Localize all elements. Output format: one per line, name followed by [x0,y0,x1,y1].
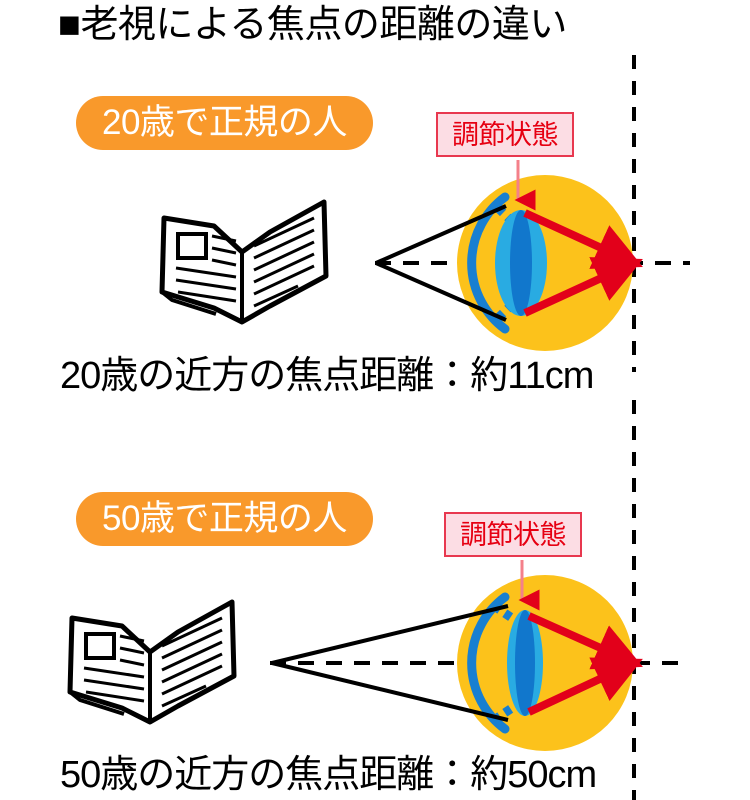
focal-distance-caption-50: 50歳の近方の焦点距離：約50cm [60,754,597,796]
zonule-lower-50 [491,696,527,724]
age-badge-50: 50歳で正規の人 [76,492,373,546]
incident-ray-upper-20 [375,204,507,265]
book-illustration-50 [67,599,237,725]
refracted-ray-lower-50 [527,657,643,716]
lens-core-50 [515,610,535,716]
zonule-upper-20 [494,204,524,233]
cornea-arc-20 [467,192,510,334]
accommodation-callout-50: 調節状態 [444,512,582,557]
zonule-lower-20 [494,293,524,322]
eyeball-50 [457,575,633,751]
panel-50-diagram [67,400,690,800]
focal-distance-caption-20: 20歳の近方の焦点距離：約11cm [60,355,594,397]
accommodation-callout-20: 調節状態 [436,112,574,157]
refracted-ray-upper-50 [527,612,643,670]
refracted-ray-lower-20 [523,257,643,317]
lens-core-20 [510,210,532,316]
cornea-arc-50 [467,592,510,734]
incident-ray-lower-20 [375,261,507,322]
page-title: ■老視による焦点の距離の違い [58,4,567,46]
book-illustration-20 [159,199,329,325]
incident-ray-lower-50 [271,661,509,722]
lens-body-50 [507,610,543,716]
age-badge-20: 20歳で正規の人 [76,96,373,150]
eyeball-20 [457,175,633,351]
zonule-upper-50 [491,602,527,630]
lens-body-20 [495,210,547,316]
incident-ray-upper-50 [271,604,509,665]
refracted-ray-upper-20 [523,209,643,269]
